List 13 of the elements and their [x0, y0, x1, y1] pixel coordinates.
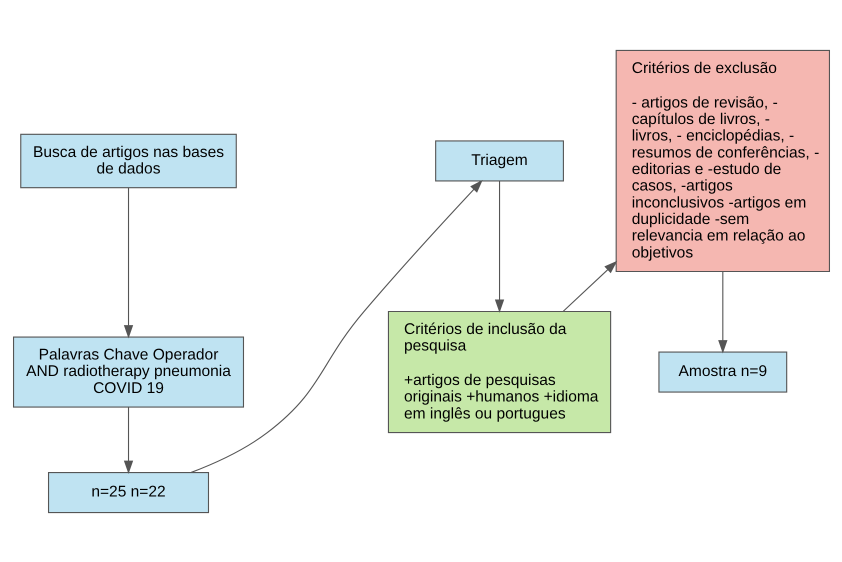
node-box: Palavras Chave Operador AND radiotherapy pneumonia COVID 19 [12, 336, 244, 408]
arrow [562, 260, 617, 312]
node-box: Busca de artigos nas bases de dados [20, 133, 236, 188]
node-box: Critérios de inclusão da pesquisa +artigos de pesquisas originais +humanos +idioma em inglês ou portugues [387, 310, 611, 433]
node-box: Amostra n=9 [658, 350, 787, 392]
node-box: n=25 n=22 [47, 472, 209, 513]
node-box: Triagem [434, 140, 564, 182]
arrow [123, 406, 133, 474]
arrow [494, 180, 504, 312]
arrow [190, 179, 482, 472]
node-box: Critérios de exclusão - artigos de revisão, - capítulos de livros, - livros, - enciclopédias, - resumos de conferências, - editorias e -estudo de casos, -artigos inconclusivos -artigos em duplicidade -sem relevancia em relação ao objetivos [615, 49, 830, 272]
arrow [718, 271, 727, 353]
arrow [123, 187, 133, 338]
